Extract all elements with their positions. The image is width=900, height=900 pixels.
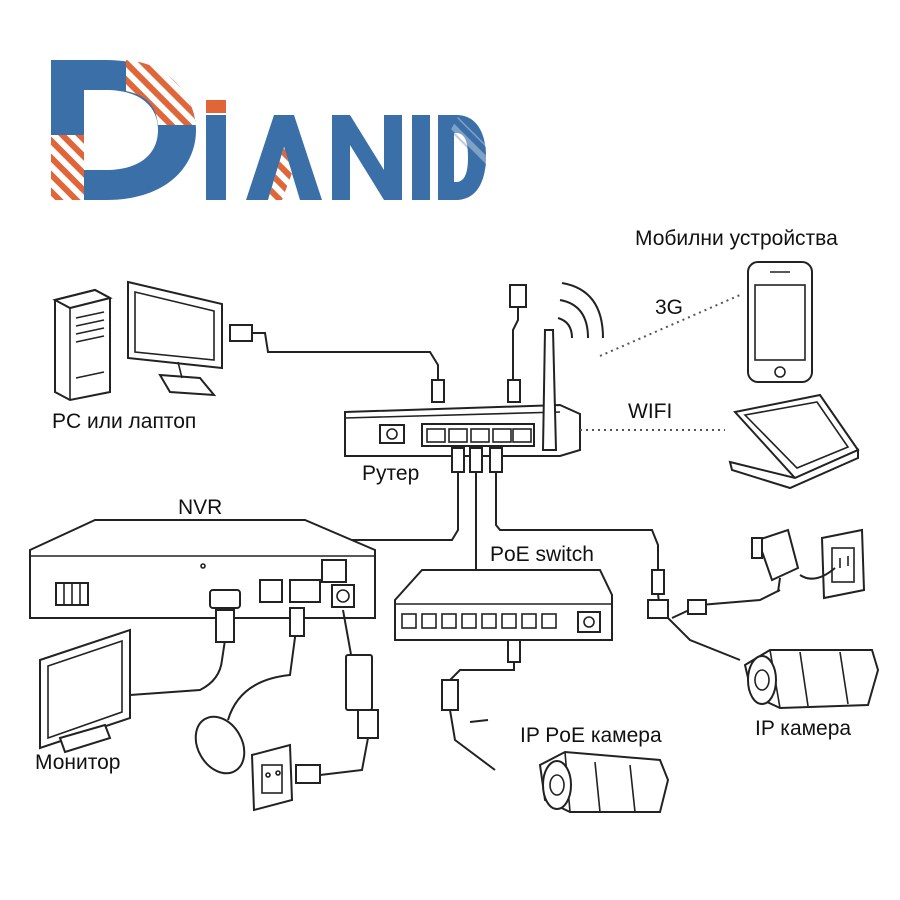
ip-poe-camera-icon	[538, 750, 670, 813]
pc-cable	[229, 324, 445, 403]
label-pc-laptop: PC или лаптоп	[52, 410, 197, 433]
wifi-signal-icon	[557, 282, 604, 339]
pc-tower-icon	[52, 288, 113, 402]
power-adapter-icon	[751, 528, 800, 593]
monitor-icon	[127, 280, 223, 397]
monitor-icon	[39, 609, 235, 754]
laptop-icon	[728, 393, 860, 490]
poe-camera-cable	[441, 639, 521, 771]
label-mobile-devices: Мобилни устройства	[635, 227, 838, 250]
label-poe-switch: PoE switch	[490, 543, 594, 566]
label-ip-camera: IP камера	[755, 717, 852, 740]
label-3g: 3G	[655, 296, 684, 319]
mouse-icon	[194, 607, 305, 775]
smartphone-icon	[747, 261, 813, 383]
ip-camera-cable	[647, 589, 781, 661]
brand-logo-graphic	[51, 60, 486, 200]
label-wifi: WIFI	[628, 400, 673, 423]
ip-camera-icon	[743, 649, 880, 710]
brand-logo	[46, 55, 486, 205]
power-outlet-icon	[250, 743, 321, 812]
router-icon	[344, 284, 581, 457]
nvr-icon	[29, 519, 376, 619]
label-nvr: NVR	[178, 496, 223, 519]
label-monitor: Монитор	[35, 751, 121, 774]
power-outlet-icon	[799, 528, 866, 600]
poe-switch-icon	[394, 569, 613, 641]
label-ip-poe-camera: IP PoE камера	[520, 724, 662, 747]
power-adapter-icon	[319, 609, 379, 776]
label-router: Рутер	[362, 462, 420, 485]
